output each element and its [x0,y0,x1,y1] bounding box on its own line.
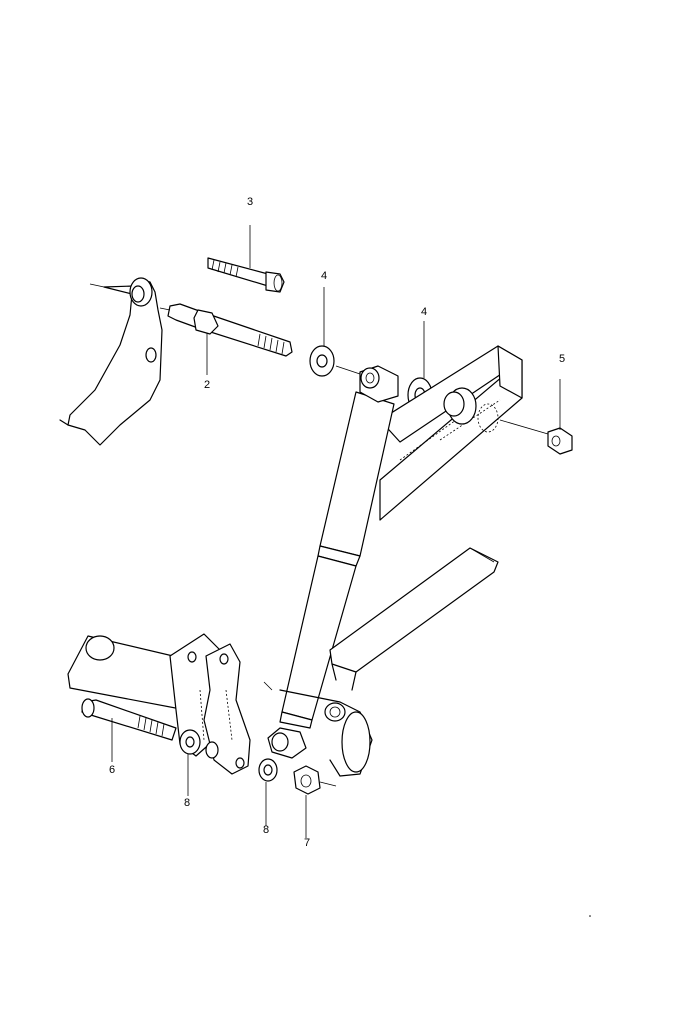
callout-8-right: 8 [263,824,269,836]
lower-mount-plate [169,633,273,775]
frame-bushing [443,387,549,435]
shock-absorber [267,365,399,759]
upper-frame-arm [379,345,523,521]
callout-6: 6 [109,764,115,776]
leader-lines [111,225,561,838]
axle-tube [67,635,373,777]
upper-stud [159,303,293,357]
callout-5: 5 [559,353,565,365]
callout-2: 2 [204,379,210,391]
nut-lower [293,765,337,795]
washer-lower-right [258,758,278,782]
callout-7: 7 [304,837,310,849]
callout-8-left: 8 [184,797,190,809]
speck-dot [589,915,591,917]
nut-upper [547,427,573,455]
washer-upper-left [309,345,335,377]
callout-3: 3 [247,196,253,208]
bolt-upper [207,257,285,293]
leaf-spring [329,547,499,691]
bolt-lower [81,698,177,741]
upper-mount-bracket [59,277,163,446]
callout-4-right: 4 [421,306,427,318]
callout-4-left: 4 [321,270,327,282]
washer-lower-left [179,729,201,755]
